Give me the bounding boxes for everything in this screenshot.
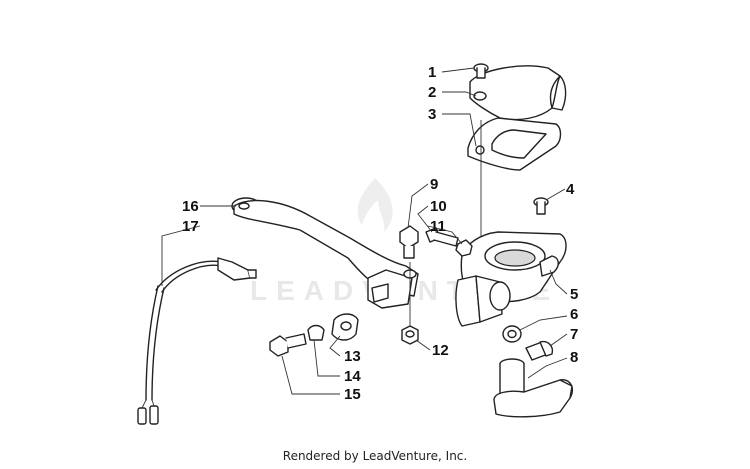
callout-9: 9 — [430, 176, 438, 193]
leader-lines — [161, 67, 568, 395]
part-12-nut — [401, 325, 419, 345]
callout-15: 15 — [344, 386, 361, 403]
callouts: 1 2 3 4 5 6 7 8 9 10 11 12 13 14 15 16 1… — [182, 64, 578, 403]
part-14-spacer — [307, 324, 325, 341]
callout-17: 17 — [182, 218, 199, 235]
callout-6: 6 — [570, 306, 578, 323]
callout-7: 7 — [570, 326, 578, 343]
callout-14: 14 — [344, 368, 361, 385]
footer-credit: Rendered by LeadVenture, Inc. — [282, 449, 468, 463]
callout-8: 8 — [570, 349, 578, 366]
part-17-switch-cable — [137, 257, 257, 425]
part-10-bolt — [425, 227, 459, 247]
part-8-bracket — [493, 358, 574, 418]
part-2-cover — [469, 65, 567, 121]
callout-3: 3 — [428, 106, 436, 123]
part-4-screw — [533, 197, 549, 215]
part-11-nut — [455, 239, 473, 257]
callout-2: 2 — [428, 84, 436, 101]
part-16-lever — [231, 197, 419, 309]
part-7-bolt — [525, 340, 554, 361]
part-3-gasket — [467, 117, 562, 171]
callout-16: 16 — [182, 198, 199, 215]
part-13-pivot-collar — [331, 313, 359, 341]
part-5-master-cylinder — [455, 231, 567, 327]
callout-10: 10 — [430, 198, 447, 215]
part-15-pivot-bolt — [269, 333, 307, 357]
part-9-bolt — [399, 225, 419, 259]
callout-1: 1 — [428, 64, 436, 81]
callout-13: 13 — [344, 348, 361, 365]
callout-11: 11 — [430, 218, 446, 235]
callout-12: 12 — [432, 342, 449, 359]
callout-5: 5 — [570, 286, 578, 303]
watermark-flame-icon — [357, 178, 393, 232]
callout-4: 4 — [566, 181, 575, 198]
part-6-washer — [502, 325, 522, 343]
